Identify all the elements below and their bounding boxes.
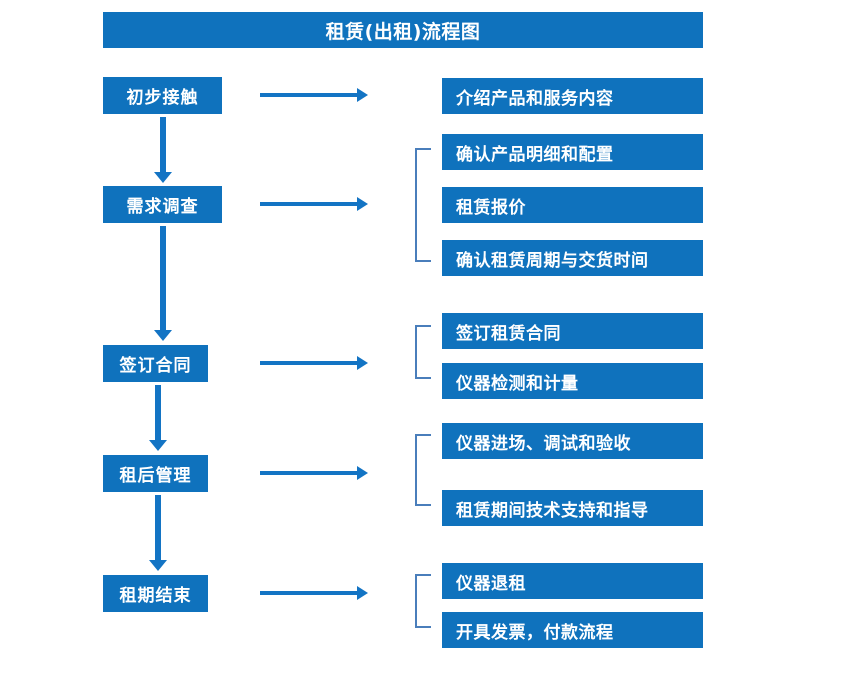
detail-box-3-1[interactable]: 签订租赁合同 (442, 313, 703, 349)
detail-box-2-2[interactable]: 租赁报价 (442, 187, 703, 223)
vertical-arrow-2-to-3 (154, 226, 172, 341)
detail-box-4-2[interactable]: 租赁期间技术支持和指导 (442, 490, 703, 526)
flowchart-title: 租赁(出租)流程图 (103, 12, 703, 48)
group-bracket-3 (415, 325, 431, 379)
detail-box-4-1[interactable]: 仪器进场、调试和验收 (442, 423, 703, 459)
vertical-arrow-1-to-2 (154, 117, 172, 183)
detail-box-5-2[interactable]: 开具发票，付款流程 (442, 612, 703, 648)
vertical-arrow-3-to-4 (149, 385, 167, 451)
horizontal-arrow-2 (260, 197, 368, 211)
stage-box-4[interactable]: 租后管理 (103, 455, 208, 492)
detail-box-2-3[interactable]: 确认租赁周期与交货时间 (442, 240, 703, 276)
stage-box-5[interactable]: 租期结束 (103, 575, 208, 612)
group-bracket-4 (415, 434, 431, 506)
group-bracket-2 (415, 148, 431, 262)
horizontal-arrow-3 (260, 356, 368, 370)
horizontal-arrow-1 (260, 88, 368, 102)
stage-box-2[interactable]: 需求调查 (103, 186, 222, 223)
detail-box-5-1[interactable]: 仪器退租 (442, 563, 703, 599)
stage-box-3[interactable]: 签订合同 (103, 345, 208, 382)
detail-box-3-2[interactable]: 仪器检测和计量 (442, 363, 703, 399)
detail-box-1-1[interactable]: 介绍产品和服务内容 (442, 78, 703, 114)
stage-box-1[interactable]: 初步接触 (103, 77, 222, 114)
group-bracket-5 (415, 574, 431, 628)
detail-box-2-1[interactable]: 确认产品明细和配置 (442, 134, 703, 170)
horizontal-arrow-5 (260, 586, 368, 600)
vertical-arrow-4-to-5 (149, 495, 167, 571)
horizontal-arrow-4 (260, 466, 368, 480)
